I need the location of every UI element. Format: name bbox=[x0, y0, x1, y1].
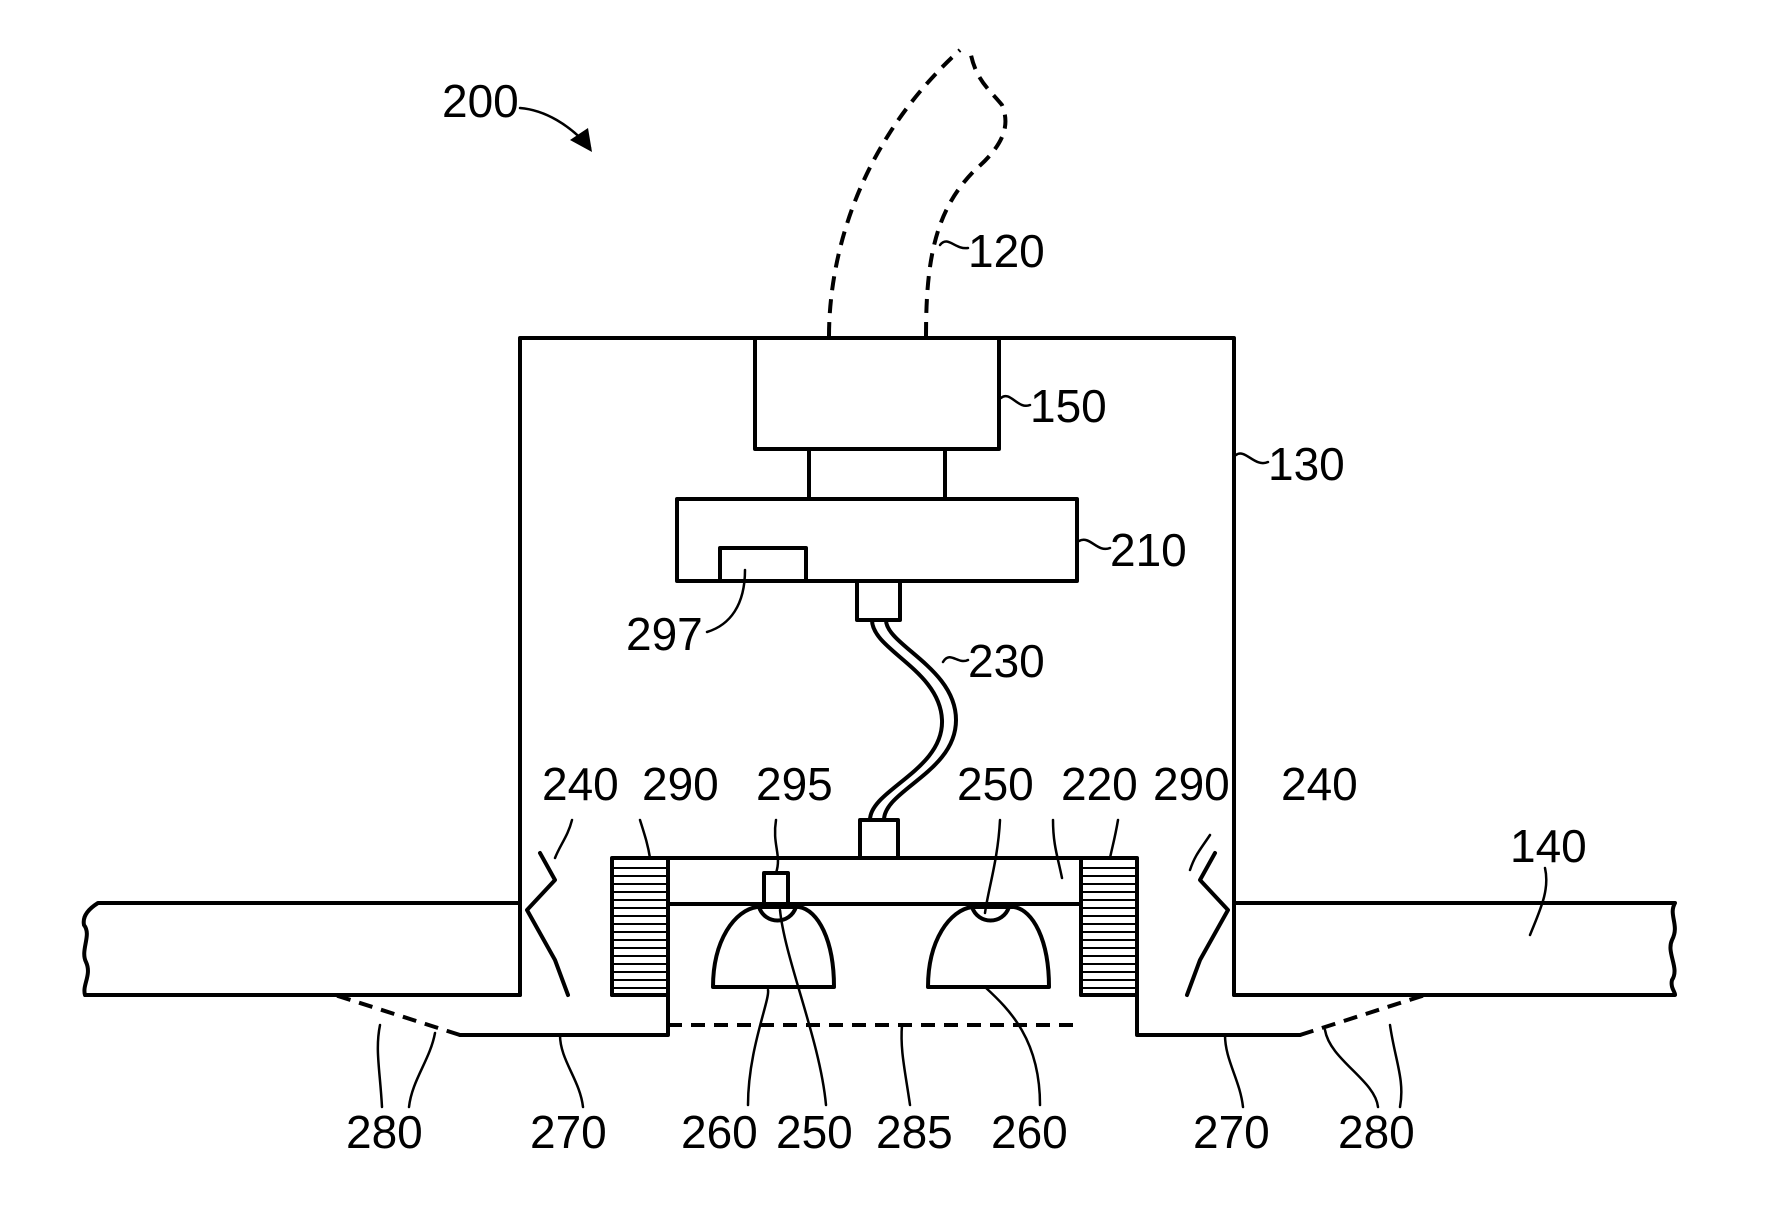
label-250-bottom: 250 bbox=[776, 1106, 853, 1158]
label-297: 297 bbox=[626, 608, 703, 660]
trim-280-left bbox=[335, 995, 460, 1035]
label-220: 220 bbox=[1061, 758, 1138, 810]
spring-240-right bbox=[1187, 853, 1228, 995]
lower-plug bbox=[860, 820, 898, 858]
label-290-left: 290 bbox=[642, 758, 719, 810]
label-280-left: 280 bbox=[346, 1106, 423, 1158]
ceiling-panel-left bbox=[84, 903, 520, 995]
heat-sink-290-right bbox=[1081, 858, 1137, 995]
label-120: 120 bbox=[968, 225, 1045, 277]
upper-plug bbox=[857, 581, 900, 620]
label-285: 285 bbox=[876, 1106, 953, 1158]
label-200: 200 bbox=[442, 75, 519, 127]
trim-270-left bbox=[460, 995, 668, 1035]
trim-270-right bbox=[1081, 995, 1300, 1035]
spring-240-left bbox=[527, 853, 568, 995]
label-140: 140 bbox=[1510, 820, 1587, 872]
label-250-top: 250 bbox=[957, 758, 1034, 810]
label-260-left: 260 bbox=[681, 1106, 758, 1158]
junction-box-150 bbox=[755, 338, 999, 449]
label-270-left: 270 bbox=[530, 1106, 607, 1158]
label-290-right: 290 bbox=[1153, 758, 1230, 810]
led-board-220 bbox=[668, 858, 1081, 904]
component-297 bbox=[720, 548, 806, 581]
label-130: 130 bbox=[1268, 438, 1345, 490]
led-250-left bbox=[759, 907, 796, 921]
label-260-right: 260 bbox=[991, 1106, 1068, 1158]
conduit-120-right-wall bbox=[926, 50, 1005, 336]
label-240-right: 240 bbox=[1281, 758, 1358, 810]
label-210: 210 bbox=[1110, 524, 1187, 576]
label-150: 150 bbox=[1030, 380, 1107, 432]
sensor-295 bbox=[764, 873, 788, 904]
trim-280-right bbox=[1300, 995, 1425, 1035]
label-230: 230 bbox=[968, 635, 1045, 687]
ceiling-panel-right bbox=[1234, 903, 1675, 995]
label-270-right: 270 bbox=[1193, 1106, 1270, 1158]
conduit-120-left-wall bbox=[829, 50, 960, 336]
neck-connector bbox=[809, 449, 945, 499]
label-240-left: 240 bbox=[542, 758, 619, 810]
housing-130 bbox=[520, 338, 1234, 995]
leader-lines bbox=[378, 242, 1546, 1107]
label-280-right: 280 bbox=[1338, 1106, 1415, 1158]
led-250-right bbox=[972, 907, 1009, 921]
driver-210 bbox=[677, 499, 1077, 581]
label-295: 295 bbox=[756, 758, 833, 810]
heat-sink-290-left bbox=[612, 858, 668, 995]
